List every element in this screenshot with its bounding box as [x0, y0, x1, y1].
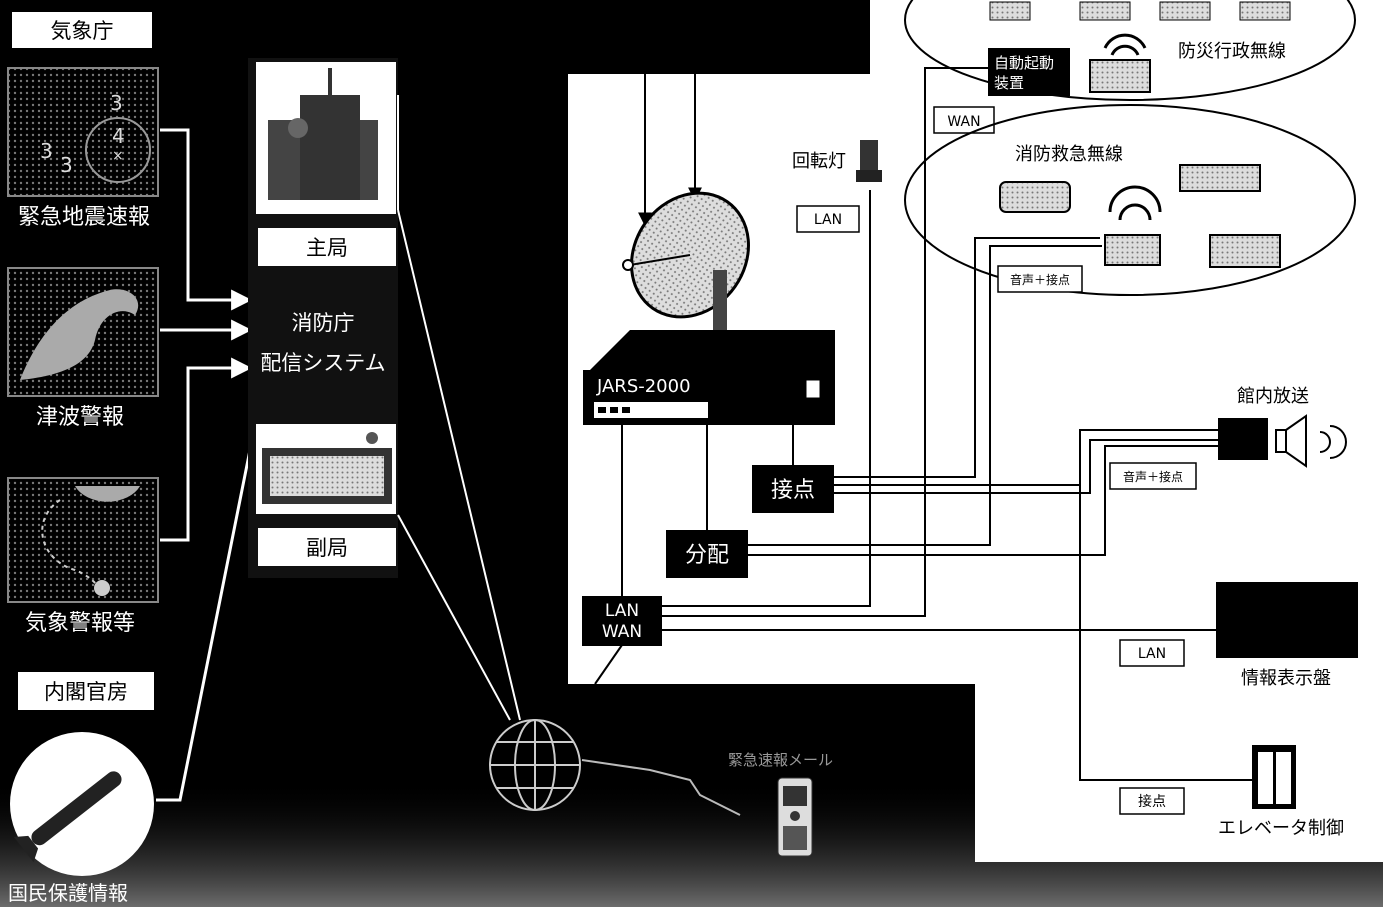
contact-tag	[1119, 787, 1185, 815]
wan-to-globe	[594, 644, 623, 685]
contact-box	[752, 465, 834, 513]
missile-icon	[13, 771, 122, 863]
main-station-label: 主局	[306, 236, 348, 260]
elevator-label: エレベータ制御	[1218, 818, 1344, 839]
system-wiring	[662, 67, 1252, 781]
wan-tag-label: WAN	[947, 114, 980, 130]
pa-amplifier-icon	[1218, 418, 1268, 460]
ambulance-icon	[999, 181, 1071, 213]
eew-digit-4: 3	[60, 153, 73, 177]
eew-digit-2: 4	[112, 124, 125, 148]
distribution-box	[666, 530, 748, 578]
civil-protection-label: 国民保護情報	[8, 881, 128, 905]
rotating-light-icon	[856, 140, 882, 182]
lightning-icon	[581, 759, 741, 816]
typhoon-icon	[75, 486, 140, 502]
lan-wan-box	[582, 596, 662, 646]
disaster-radio-group	[904, 0, 1356, 101]
sub-building-icon	[262, 432, 392, 504]
radio-transmitter-icon	[1089, 33, 1151, 93]
eew-digit-1: 3	[110, 91, 123, 115]
eew-panel: 3 4 3 3 ×	[7, 67, 159, 197]
lan-tag-1	[796, 205, 860, 233]
wave-icon	[20, 289, 139, 380]
elevator-icon	[1252, 745, 1296, 809]
weather-panel	[7, 477, 159, 603]
lan-wan-line2: WAN	[602, 622, 642, 642]
auto-start-box	[988, 48, 1070, 96]
disaster-radio-label: 防災行政無線	[1178, 41, 1286, 62]
phone-icon	[777, 777, 813, 857]
audio-contact-tag-1	[997, 265, 1083, 293]
lan-wan-line1: LAN	[605, 601, 639, 621]
fire-truck-icon	[1179, 164, 1261, 192]
fdma-line1: 消防庁	[292, 311, 355, 335]
jma-box	[12, 12, 152, 48]
sub-station-label: 副局	[306, 536, 348, 560]
speaker-icon	[1275, 414, 1347, 468]
satellite-dish-icon	[622, 74, 750, 332]
globe-icon	[489, 719, 581, 811]
sub-station-box	[258, 528, 396, 566]
fdma-line2: 配信システム	[260, 351, 385, 375]
mail-label: 緊急速報メール	[728, 751, 833, 769]
cabinet-box	[18, 672, 154, 710]
epicenter-icon: ×	[112, 148, 124, 164]
contact-tag-label: 接点	[1138, 793, 1166, 810]
lan-tag-2	[1119, 639, 1185, 667]
fire-radio-label: 消防救急無線	[1015, 144, 1123, 165]
pa-label: 館内放送	[1237, 386, 1309, 407]
info-display-icon	[1216, 582, 1358, 658]
radio-units-top	[989, 1, 1291, 21]
info-display-label: 情報表示盤	[1241, 668, 1331, 689]
fire-radio-group	[904, 104, 1356, 296]
station-links	[397, 95, 521, 721]
tsunami-panel	[7, 267, 159, 397]
lan-tag-2-label: LAN	[1138, 646, 1166, 662]
eew-digit-3: 3	[40, 139, 53, 163]
distribution-label: 分配	[685, 543, 729, 568]
contact-label: 接点	[771, 478, 815, 503]
lan-tag-1-label: LAN	[814, 212, 842, 228]
audio-contact-tag-1-label: 音声＋接点	[1010, 272, 1070, 287]
command-vehicle-icon	[1209, 234, 1281, 268]
auto-start-line1: 自動起動	[994, 54, 1054, 72]
rotating-light-label: 回転灯	[792, 151, 846, 172]
eew-label: 緊急地震速報	[18, 205, 150, 230]
receiver-label: JARS-2000	[596, 376, 691, 397]
jma-label: 気象庁	[51, 19, 114, 43]
main-building-icon	[268, 68, 378, 200]
jars-receiver	[583, 330, 835, 425]
weather-label: 気象警報等	[25, 611, 135, 636]
audio-contact-tag-2-label: 音声＋接点	[1123, 469, 1183, 484]
cabinet-label: 内閣官房	[44, 680, 128, 704]
receiver-links	[621, 425, 794, 596]
audio-contact-tag-2	[1109, 462, 1197, 490]
source-connectors	[156, 128, 269, 802]
fire-radio-transmitter-icon	[1104, 234, 1161, 266]
tsunami-label: 津波警報	[36, 405, 124, 430]
auto-start-line2: 装置	[994, 74, 1024, 92]
main-station-box	[258, 228, 396, 266]
vehicle-icons	[999, 164, 1281, 268]
